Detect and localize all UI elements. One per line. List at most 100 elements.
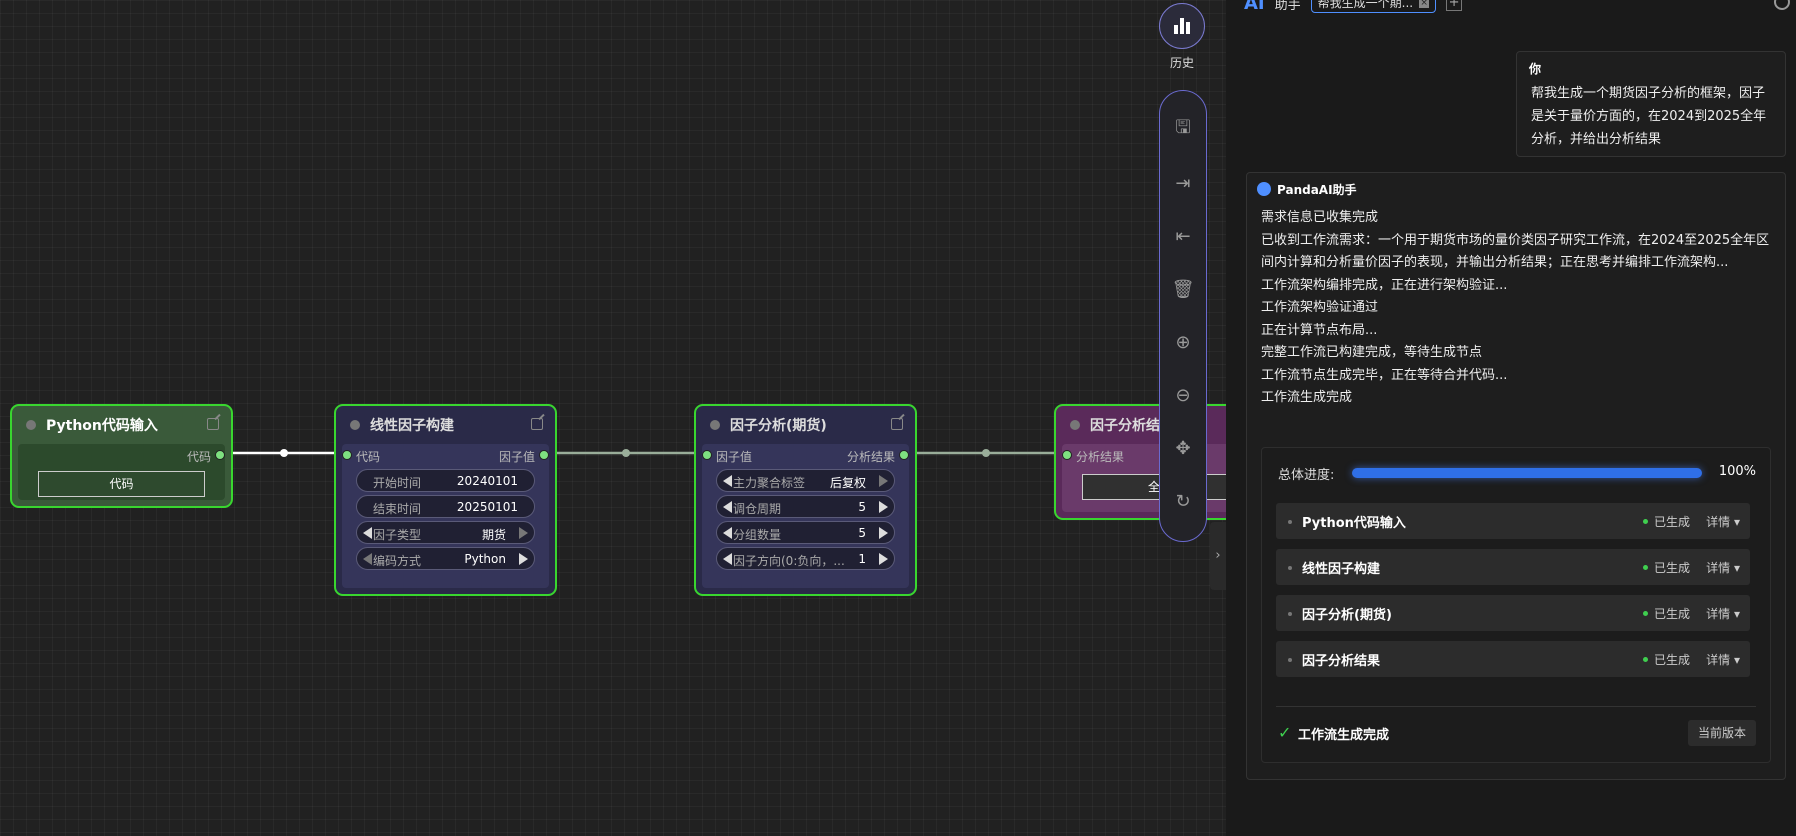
wire-midpoint — [622, 449, 630, 457]
widget-value: Python — [464, 552, 506, 566]
output-port[interactable] — [899, 450, 909, 460]
io-row: 因子值 分析结果 — [702, 444, 909, 466]
arrow-left-icon[interactable] — [723, 527, 732, 539]
input-port[interactable] — [702, 450, 712, 460]
edit-icon[interactable] — [891, 418, 903, 430]
current-version-button[interactable]: 当前版本 — [1687, 720, 1756, 746]
input-label: 分析结果 — [1076, 450, 1125, 464]
arrow-right-icon[interactable] — [519, 527, 528, 539]
step-detail-toggle[interactable]: 详情 ▾ — [1706, 653, 1740, 667]
log-line: 完整工作流已构建完成，等待生成节点 — [1261, 345, 1483, 360]
widget-main-contract-tag[interactable]: 主力聚合标签 后复权 — [716, 469, 895, 492]
step-item[interactable]: 线性因子构建 已生成 详情 ▾ — [1276, 549, 1750, 585]
widget-group-count[interactable]: 分组数量 5 — [716, 521, 895, 544]
widget-end-time[interactable]: 结束时间 20250101 — [356, 495, 535, 518]
step-item[interactable]: 因子分析(期货) 已生成 详情 ▾ — [1276, 595, 1750, 631]
node-header[interactable]: 因子分析(期货) — [696, 406, 915, 444]
panel-title: 助手 — [1274, 0, 1301, 13]
node-status-dot — [710, 420, 720, 430]
collapse-panel-button[interactable]: › — [1210, 522, 1226, 590]
step-status: 已生成 — [1642, 651, 1690, 668]
output-label: 分析结果 — [846, 450, 895, 464]
widget-label: 因子类型 — [373, 528, 422, 542]
node-linear-factor[interactable]: 线性因子构建 代码 因子值 开始时间 20240101 结束时间 2025010… — [334, 404, 557, 596]
step-name: Python代码输入 — [1302, 516, 1406, 531]
step-detail-toggle[interactable]: 详情 ▾ — [1706, 515, 1740, 529]
chat-tab[interactable]: 帮我生成一个期... × — [1310, 0, 1437, 13]
delete-icon[interactable]: 🗑 — [1171, 278, 1195, 300]
reset-icon[interactable]: ↻ — [1175, 490, 1191, 512]
widget-factor-type[interactable]: 因子类型 期货 — [356, 521, 535, 544]
input-port[interactable] — [1062, 450, 1072, 460]
step-item[interactable]: 因子分析结果 已生成 详情 ▾ — [1276, 641, 1750, 677]
widget-rebalance-period[interactable]: 调仓周期 5 — [716, 495, 895, 518]
step-status: 已生成 — [1642, 513, 1690, 530]
import-icon[interactable]: ⇤ — [1175, 225, 1191, 247]
widget-factor-direction[interactable]: 因子方向(0:负向，... 1 — [716, 547, 895, 570]
status-dot-icon — [1642, 657, 1648, 662]
arrow-left-icon[interactable] — [363, 553, 372, 565]
widget-value: 期货 — [481, 528, 506, 542]
arrow-right-icon[interactable] — [879, 475, 888, 487]
save-icon[interactable]: 🖫 — [1175, 117, 1191, 138]
user-name: 你 — [1529, 62, 1542, 76]
arrow-right-icon[interactable] — [519, 553, 528, 565]
node-header[interactable]: Python代码输入 — [12, 406, 231, 444]
edit-icon[interactable] — [207, 418, 219, 430]
arrow-right-icon[interactable] — [879, 527, 888, 539]
arrow-left-icon[interactable] — [723, 553, 732, 565]
done-text: 工作流生成完成 — [1298, 728, 1390, 743]
node-factor-analysis[interactable]: 因子分析(期货) 因子值 分析结果 主力聚合标签 后复权 调仓周期 5 — [694, 404, 917, 596]
history-button[interactable] — [1159, 3, 1205, 49]
arrow-right-icon[interactable] — [879, 501, 888, 513]
output-port[interactable] — [539, 450, 549, 460]
bar-chart-icon — [1174, 18, 1190, 34]
step-detail-toggle[interactable]: 详情 ▾ — [1706, 561, 1740, 575]
add-tab-button[interactable]: + — [1446, 0, 1463, 11]
widget-start-time[interactable]: 开始时间 20240101 — [356, 469, 535, 492]
node-status-dot — [26, 420, 36, 430]
close-icon[interactable]: × — [1419, 0, 1430, 8]
clock-icon[interactable] — [1774, 0, 1790, 10]
zoom-out-icon[interactable]: ⊖ — [1175, 384, 1191, 406]
step-status: 已生成 — [1642, 605, 1690, 622]
step-item[interactable]: Python代码输入 已生成 详情 ▾ — [1276, 503, 1750, 539]
widget-label: 因子方向(0:负向，... — [733, 554, 845, 568]
move-icon[interactable]: ✥ — [1175, 437, 1191, 459]
output-label: 因子值 — [498, 450, 535, 464]
step-status: 已生成 — [1642, 559, 1690, 576]
arrow-left-icon[interactable] — [363, 527, 372, 539]
node-body: 代码 因子值 开始时间 20240101 结束时间 20250101 因子类型 … — [342, 444, 549, 588]
code-button[interactable]: 代码 — [38, 471, 205, 497]
node-header[interactable]: 因子分析结果 — [1056, 406, 1226, 444]
widget-encoding[interactable]: 编码方式 Python — [356, 547, 535, 570]
export-icon[interactable]: ⇥ — [1175, 172, 1191, 194]
bullet-icon — [1288, 612, 1292, 616]
node-header[interactable]: 线性因子构建 — [336, 406, 555, 444]
edit-icon[interactable] — [531, 418, 543, 430]
step-name: 因子分析结果 — [1302, 654, 1381, 669]
node-python-code-input[interactable]: Python代码输入 代码 代码 — [10, 404, 233, 508]
output-port[interactable] — [215, 450, 225, 460]
arrow-left-icon[interactable] — [723, 475, 732, 487]
workflow-canvas[interactable]: Python代码输入 代码 代码 线性因子构建 代码 因子值 开始 — [0, 0, 1226, 836]
log-line: 正在计算节点布局... — [1261, 322, 1378, 338]
status-dot-icon — [1642, 611, 1648, 616]
zoom-in-icon[interactable]: ⊕ — [1175, 331, 1191, 353]
progress-label: 总体进度: — [1278, 468, 1335, 483]
node-status-dot — [1070, 420, 1080, 430]
step-detail-toggle[interactable]: 详情 ▾ — [1706, 607, 1740, 621]
input-port[interactable] — [342, 450, 352, 460]
user-message-text: 帮我生成一个期货因子分析的框架，因子是关于量价方面的，在2024到2025全年分… — [1531, 86, 1767, 147]
canvas-toolbar: 🖫 ⇥ ⇤ 🗑 ⊕ ⊖ ✥ ↻ — [1159, 90, 1207, 542]
wire-midpoint — [280, 449, 288, 457]
step-status-text: 已生成 — [1653, 515, 1690, 529]
arrow-right-icon[interactable] — [879, 553, 888, 565]
widget-value: 5 — [858, 500, 866, 514]
chat-tab-label: 帮我生成一个期... — [1317, 0, 1414, 10]
widget-value: 5 — [858, 526, 866, 540]
status-dot-icon — [1642, 565, 1648, 570]
arrow-left-icon[interactable] — [723, 501, 732, 513]
log-line: 需求信息已收集完成 — [1261, 210, 1379, 225]
widget-label: 分组数量 — [733, 528, 782, 542]
